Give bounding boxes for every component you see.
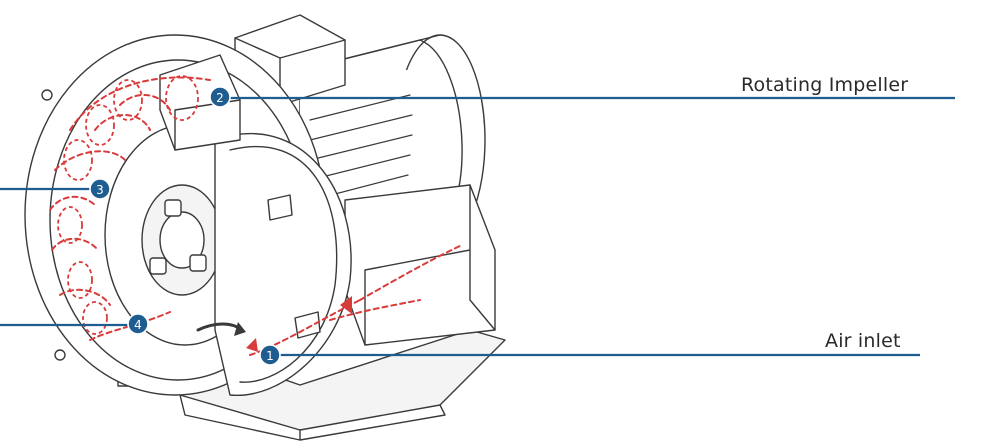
callout-label-air-inlet: Air inlet	[825, 330, 901, 352]
airflow-path	[49, 76, 463, 356]
blower-illustration	[24, 14, 506, 441]
marker-number-2: 2	[216, 91, 224, 105]
pump-housing	[24, 34, 352, 396]
callout-marker-4: 4	[127, 313, 149, 335]
marker-number-1: 1	[266, 349, 274, 363]
callout-leaders	[0, 96, 955, 357]
callout-marker-3: 3	[89, 178, 111, 200]
callout-marker-1: 1	[259, 344, 281, 366]
marker-number-3: 3	[96, 183, 104, 197]
airflow-arrowheads	[246, 296, 352, 352]
airflow-coils	[57, 75, 199, 335]
callout-label-rotating-impeller: Rotating Impeller	[741, 74, 909, 96]
callout-marker-2: 2	[209, 86, 231, 108]
marker-number-4: 4	[134, 318, 142, 332]
